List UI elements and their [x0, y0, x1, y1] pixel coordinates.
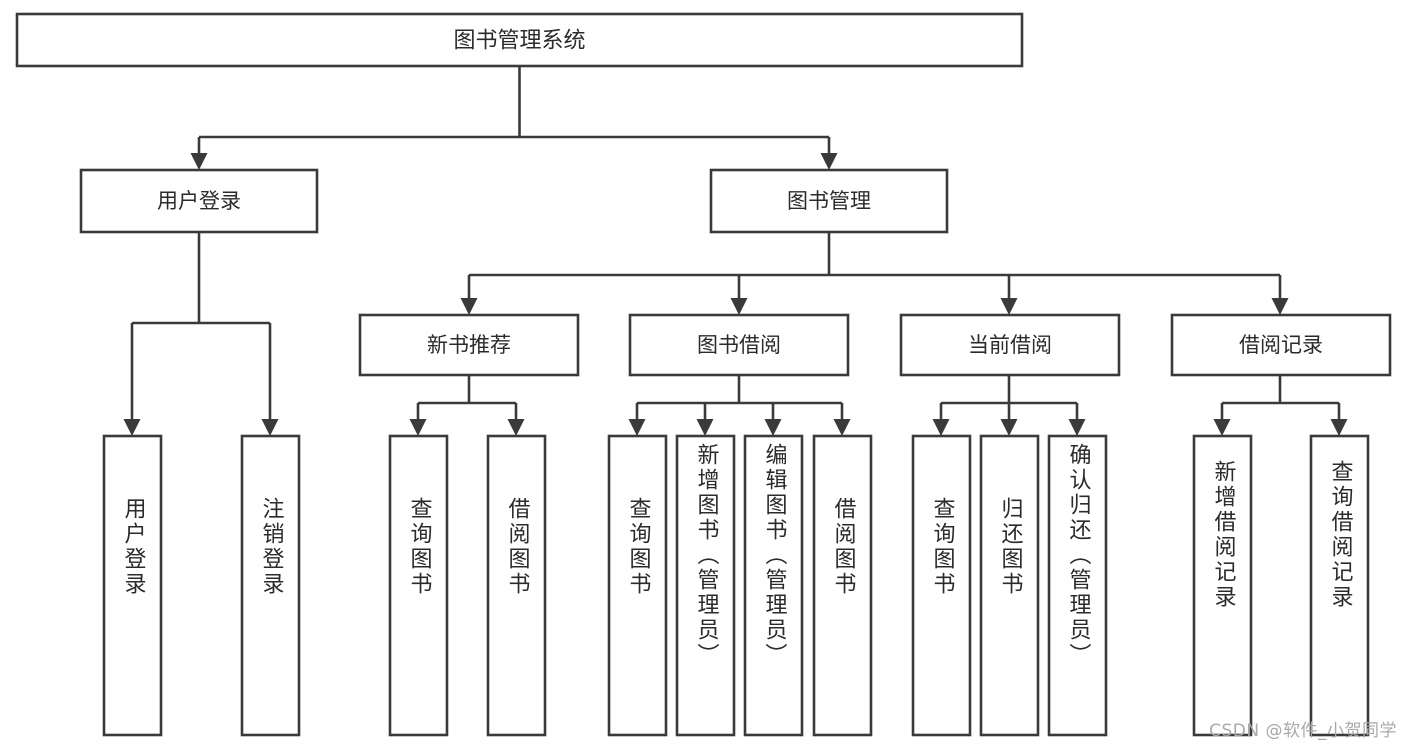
leaf-box-add-borrow-record[interactable]	[1192, 434, 1253, 737]
arrow-icon	[1000, 298, 1018, 315]
leaf-box-edit-book-admin[interactable]	[743, 434, 804, 737]
arrow-icon	[1330, 419, 1348, 436]
leaf-box-borrow-book-2[interactable]	[812, 434, 873, 737]
node-current-borrow-label: 当前借阅	[968, 333, 1052, 357]
leaf-box-borrow-book-1[interactable]	[486, 434, 547, 737]
connector-bookmgmt-to-level3	[460, 232, 1289, 315]
arrow-icon	[1068, 419, 1086, 436]
connector-borrowrecord-to-leaves	[1213, 375, 1348, 436]
arrow-icon	[730, 298, 748, 315]
node-book-management-label: 图书管理	[787, 189, 871, 213]
node-book-borrow[interactable]: 图书借阅	[628, 313, 850, 377]
node-borrow-record[interactable]: 借阅记录	[1170, 313, 1392, 377]
leaf-box-query-book-3[interactable]	[911, 434, 972, 737]
leaf-box-query-borrow-record[interactable]	[1309, 434, 1370, 737]
arrow-icon	[409, 419, 427, 436]
node-book-borrow-label: 图书借阅	[697, 333, 781, 357]
arrow-icon	[460, 298, 478, 315]
arrow-icon	[932, 419, 950, 436]
node-new-book-recommend[interactable]: 新书推荐	[358, 313, 580, 377]
arrow-icon	[833, 419, 851, 436]
arrow-icon	[123, 419, 141, 436]
node-user-login[interactable]: 用户登录	[79, 168, 319, 234]
connector-currentborrow-to-leaves	[932, 375, 1086, 436]
arrow-icon	[190, 153, 208, 170]
connector-root-to-level2	[190, 66, 838, 170]
arrow-icon	[1000, 419, 1018, 436]
leaf-box-query-book-2[interactable]	[607, 434, 668, 737]
connector-bookborrow-to-leaves	[628, 375, 851, 436]
leaf-box-return-book[interactable]	[979, 434, 1040, 737]
node-root-system[interactable]: 图书管理系统	[15, 12, 1024, 68]
arrow-icon	[261, 419, 279, 436]
leaf-box-logout[interactable]	[240, 434, 301, 737]
node-book-management[interactable]: 图书管理	[709, 168, 949, 234]
node-user-login-label: 用户登录	[157, 189, 241, 213]
leaf-box-confirm-return-admin[interactable]	[1047, 434, 1108, 737]
watermark: CSDN @软件_小贺同学	[1209, 721, 1397, 741]
node-root-label: 图书管理系统	[453, 29, 585, 54]
leaf-box-user-login[interactable]	[102, 434, 163, 737]
arrow-icon	[820, 153, 838, 170]
node-borrow-record-label: 借阅记录	[1239, 333, 1323, 357]
arrow-icon	[1213, 419, 1231, 436]
arrow-icon	[507, 419, 525, 436]
arrow-icon	[764, 419, 782, 436]
node-current-borrow[interactable]: 当前借阅	[899, 313, 1121, 377]
arrow-icon	[1271, 298, 1289, 315]
connector-newbook-to-leaves	[409, 375, 525, 436]
node-new-book-recommend-label: 新书推荐	[427, 333, 511, 357]
connector-userlogin-to-leaves	[123, 232, 279, 436]
arrow-icon	[628, 419, 646, 436]
arrow-icon	[696, 419, 714, 436]
leaf-box-add-book-admin[interactable]	[675, 434, 736, 737]
leaf-box-query-book-1[interactable]	[388, 434, 449, 737]
